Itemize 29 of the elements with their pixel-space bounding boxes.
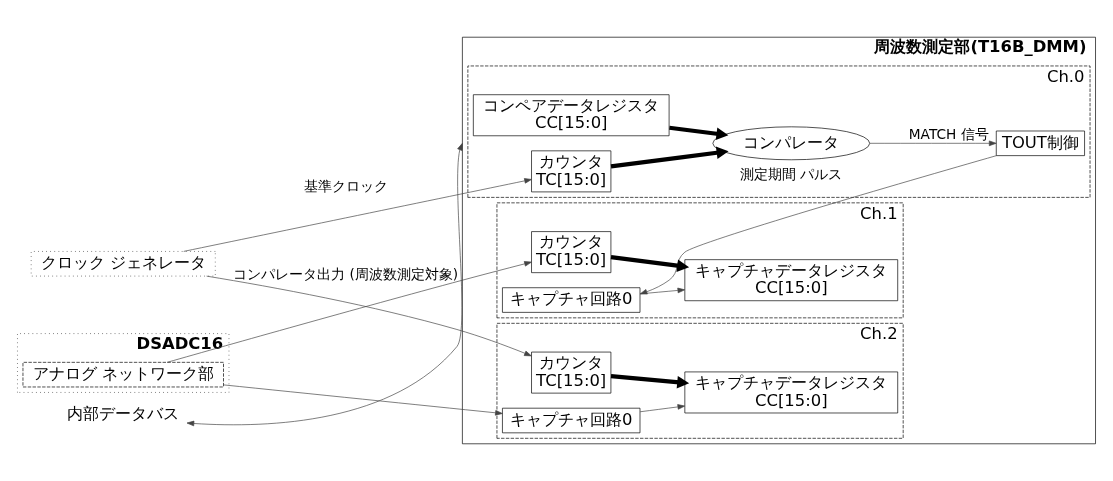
node-box: カウンタ TC[15:0] [531,231,612,273]
node-box: アナログ ネットワーク部 [22,362,224,388]
node-box: カウンタ TC[15:0] [531,150,612,193]
arrow [223,384,503,416]
arrow [183,178,532,252]
node-box: クロック ジェネレータ [30,251,216,277]
node-box: カウンタ TC[15:0] [531,351,612,394]
node-box: キャプチャ回路0 [502,407,641,434]
arrow [639,287,686,295]
arrow [166,261,532,363]
node-box: キャプチャデータレジスタ CC[15:0] [684,371,899,414]
arrow [639,155,997,295]
node-box: キャプチャ回路0 [502,287,641,313]
arrow [610,255,690,272]
arrow [869,140,997,147]
edge-label: 測定期間 パルス [740,165,843,182]
node-text: 内部データバス [67,404,180,424]
arrow [186,142,463,427]
arrow [206,275,532,357]
node-box: TOUT制御 [995,130,1085,156]
edge-label: 基準クロック [303,178,388,195]
arrow [639,404,686,413]
edge-label: MATCH 信号 [908,126,989,143]
node-box: コンペアデータレジスタ CC[15:0] [473,94,670,137]
arrow [669,125,729,140]
edge-label: コンパレータ出力 (周波数測定対象) [233,265,459,282]
arrow [610,374,690,389]
arrow [610,146,729,169]
node-box: キャプチャデータレジスタ CC[15:0] [684,259,899,302]
